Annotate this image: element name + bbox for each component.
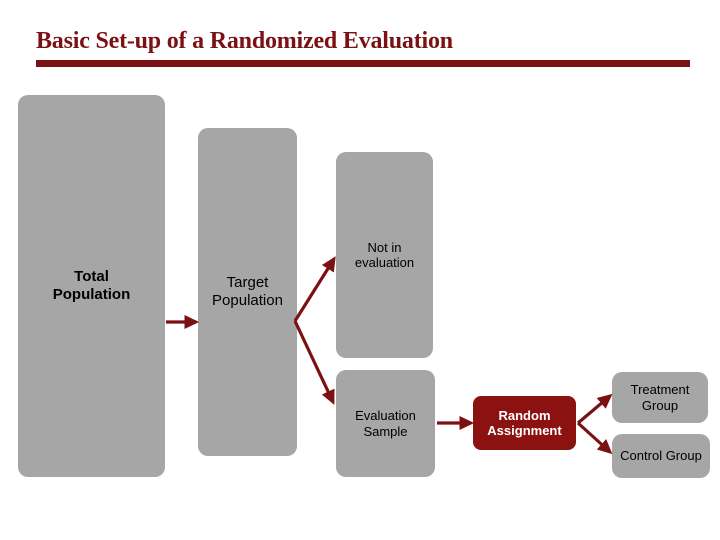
node-label-line1: Total — [74, 268, 109, 286]
node-evaluation-sample[interactable]: Evaluation Sample — [336, 370, 435, 477]
page-title: Basic Set-up of a Randomized Evaluation — [36, 28, 453, 54]
node-label-line2: Population — [212, 292, 283, 309]
node-label-line1: Control Group — [620, 448, 702, 464]
node-label-line2: Population — [52, 286, 131, 303]
node-label-line1: Random — [498, 407, 551, 423]
node-label-line1: Evaluation — [355, 408, 416, 424]
node-total-population[interactable]: Total Population — [18, 95, 165, 477]
footer-logo-bar: ABDUL LATIF JAMEEL Poverty Action Lab TR… — [0, 486, 720, 540]
arrow-target-to-not-in-evaluation — [293, 256, 336, 322]
node-label-line2: Assignment — [487, 423, 562, 438]
arrow-random-to-control — [576, 421, 613, 455]
arrow-random-to-treatment — [576, 393, 613, 425]
node-label-line1: Not in — [367, 239, 402, 255]
node-label-line2: Group — [641, 397, 679, 413]
node-target-population[interactable]: Target Population — [198, 128, 297, 456]
node-random-assignment[interactable]: Random Assignment — [473, 396, 576, 450]
node-label-line2: Sample — [363, 423, 408, 439]
title-underline-rule — [36, 60, 690, 67]
arrow-target-to-evaluation-sample — [293, 320, 335, 405]
node-label-line1: Target — [226, 274, 269, 292]
node-label-line1: Treatment — [630, 382, 690, 398]
node-label-line2: evaluation — [354, 255, 415, 270]
node-control-group[interactable]: Control Group — [612, 434, 710, 478]
node-treatment-group[interactable]: Treatment Group — [612, 372, 708, 423]
node-not-in-evaluation[interactable]: Not in evaluation — [336, 152, 433, 358]
